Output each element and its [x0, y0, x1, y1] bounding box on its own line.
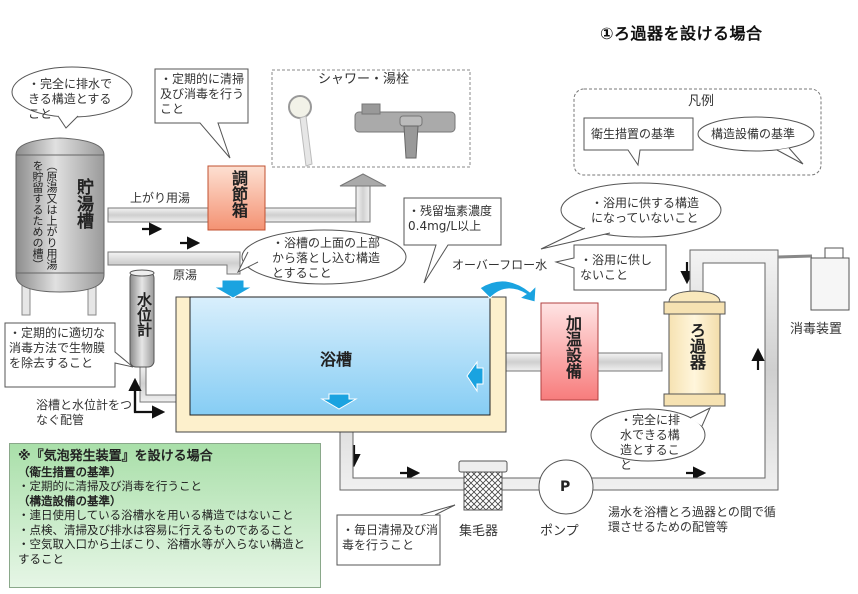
callout-hair-clean: ・毎日清掃及び消毒を行うこと [342, 523, 439, 552]
raw-water-pipe [107, 251, 241, 275]
heater-label: 加温設備 [563, 315, 582, 379]
bathtub-label: 浴槽 [320, 350, 353, 369]
water-level-gauge [129, 269, 155, 368]
legend-box [573, 88, 822, 176]
storage-tank-note: （原湯又は上がり用湯を貯留するための槽） [31, 160, 58, 270]
legend-structure-standard: 構造設備の基準 [711, 127, 796, 141]
callout-box-clean: ・定期的に清掃及び消毒を行うこと [160, 72, 245, 116]
bubble-note-structure-item: ・空気取入口から土ぼこり、浴槽水等が入らない構造とすること [18, 537, 306, 566]
hair-catcher [458, 460, 508, 511]
disinfection-device [810, 247, 850, 311]
bubble-note-structure-item: ・連日使用している浴槽水を用いる構造ではないこと [18, 508, 294, 522]
filter-label: ろ過器 [687, 322, 706, 370]
pump-symbol: P [560, 479, 571, 495]
overflow-water-label: オーバーフロー水 [452, 258, 548, 272]
callout-shapes [4, 66, 722, 566]
regulating-box-label: 調節箱 [229, 170, 248, 218]
storage-tank-label: 貯湯槽 [73, 178, 93, 229]
page-title: ①ろ過器を設ける場合 [600, 24, 763, 43]
bubble-note-heading: ※『気泡発生装置』を設ける場合 [18, 449, 213, 464]
callout-filter-drain: ・完全に排水できる構造とすること [620, 413, 681, 472]
water-level-gauge-label: 水位計 [135, 292, 153, 337]
hair-catcher-label: 集毛器 [459, 524, 499, 539]
callout-chlorine: ・残留塩素濃度 0.4mg/L以上 [408, 204, 493, 233]
bubble-note-hygiene-item: ・定期的に清掃及び消毒を行うこと [18, 479, 202, 493]
bubble-note-structure-item: ・点検、清掃及び排水は容易に行えるものであること [18, 522, 294, 537]
bubble-note-hygiene-heading: （衛生措置の基準） [18, 464, 122, 479]
rinse-water-label: 上がり用湯 [130, 191, 191, 205]
pump-label: ポンプ [540, 524, 579, 539]
shower-faucet-box [271, 69, 471, 168]
pump [538, 459, 594, 515]
callout-tank-drain: ・完全に排水できる構造とすること [28, 77, 113, 121]
heater [540, 302, 599, 401]
raw-water-label: 原湯 [173, 268, 198, 282]
disinfection-device-label: 消毒装置 [790, 322, 843, 337]
filter [663, 290, 726, 407]
regulating-box [207, 165, 266, 231]
storage-tank [15, 137, 105, 316]
callout-gauge-biofilm: ・定期的に適切な消毒方法で生物膜を除去すること [9, 326, 106, 370]
rinse-water-pipe [107, 173, 387, 223]
bubble-note-structure-heading: （構造設備の基準） [18, 493, 122, 508]
bubble-generator-note: ※『気泡発生装置』を設ける場合 （衛生措置の基準） ・定期的に清掃及び消毒を行う… [9, 443, 321, 588]
circulation-pipe-label: 湯水を浴槽とろ過器との間で循環させるための配管等 [608, 505, 776, 534]
legend-heading: 凡例 [688, 94, 715, 109]
callout-overflow-use: ・浴用に供しないこと [580, 253, 653, 282]
legend-hygiene-standard: 衛生措置の基準 [591, 127, 676, 141]
callout-overflow-structure: ・浴用に供する構造になっていないこと [591, 196, 700, 225]
callout-inlet-top: ・浴槽の上面の上部から落とし込む構造とすること [272, 236, 381, 280]
shower-faucet-label: シャワー・湯栓 [318, 72, 410, 87]
gauge-pipe-label: 浴槽と水位計をつなぐ配管 [36, 398, 133, 427]
water-flow-arrows [212, 279, 537, 410]
